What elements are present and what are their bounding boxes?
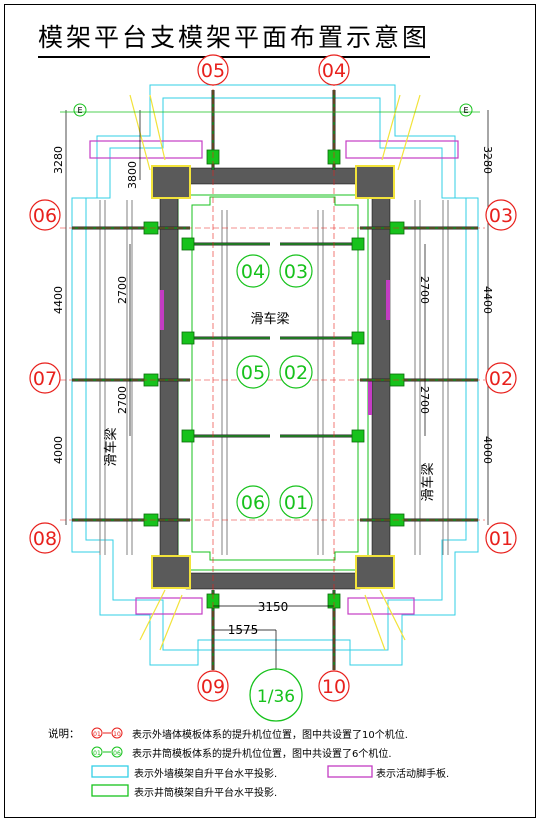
- position-10-label: 10: [322, 676, 346, 698]
- shaft-05-label: 05: [241, 362, 265, 384]
- corner-blocks: [151, 165, 395, 589]
- legend-row4-text: 表示井筒模架自升平台水平投影.: [134, 788, 278, 799]
- position-09-label: 09: [201, 676, 225, 698]
- shaft-04-label: 04: [241, 261, 265, 283]
- dim-right-outer-2: 4400: [481, 286, 494, 314]
- beam-label-left: 滑车梁: [103, 427, 119, 466]
- dim-bottom-half: 1575: [228, 623, 259, 637]
- position-06-circle: [29, 199, 61, 231]
- dim-left-inner-3: 2700: [116, 386, 129, 414]
- shaft-06-label: 06: [241, 492, 265, 514]
- beam-label-center: 滑车梁: [250, 311, 289, 327]
- lifting-position-markers: 06 07 08 03 02 01 05 04 09 10: [29, 54, 517, 702]
- shaft-06-circle: [236, 485, 270, 519]
- axis-mark-left: E: [77, 106, 82, 115]
- shaft-position-markers: 04 03 05 02 06 01: [236, 254, 313, 519]
- scale-circle: [249, 668, 303, 722]
- position-08-circle: [29, 522, 61, 554]
- position-04-label: 04: [322, 60, 346, 82]
- core-walls: [159, 167, 391, 590]
- shaft-01-label: 01: [284, 492, 308, 514]
- dim-bottom-width: 3150: [258, 600, 289, 614]
- shaft-04-circle: [236, 254, 270, 288]
- position-07-circle: [29, 362, 61, 394]
- dim-right-inner-2: 2700: [418, 386, 431, 414]
- position-04-circle: [318, 54, 350, 86]
- position-06-label: 06: [33, 205, 57, 227]
- dim-left-inner-2: 2700: [116, 276, 129, 304]
- legend-range-2-end: 06: [113, 750, 121, 757]
- legend-heading: 说明：: [48, 728, 80, 740]
- position-08-label: 08: [33, 528, 57, 550]
- dim-left-outer-1: 3280: [52, 146, 65, 174]
- position-03-label: 03: [489, 205, 513, 227]
- legend-range-1-start: 01: [93, 731, 101, 738]
- beam-label-right: 滑车梁: [420, 462, 436, 501]
- shaft-02-label: 02: [284, 362, 308, 384]
- position-02-label: 02: [489, 368, 513, 390]
- dim-right-outer-1: 3280: [481, 146, 494, 174]
- legend-range-1-end: 10: [113, 731, 121, 738]
- shaft-03-circle: [279, 254, 313, 288]
- shaft-02-circle: [279, 355, 313, 389]
- legend-row3b-text: 表示活动脚手板.: [376, 769, 450, 780]
- shaft-05-circle: [236, 355, 270, 389]
- dimension-lines: [65, 110, 489, 670]
- legend-row2-text: 表示井筒模板体系的提升机位位置，图中共设置了6个机位.: [132, 749, 392, 760]
- axis-mark-right: E: [463, 106, 468, 115]
- position-02-circle: [485, 362, 517, 394]
- dim-left-outer-2: 4400: [52, 286, 65, 314]
- scale-text: 1/36: [257, 687, 295, 707]
- position-03-circle: [485, 199, 517, 231]
- legend-row1-text: 表示外墙体模板体系的提升机位位置，图中共设置了10个机位.: [132, 730, 408, 741]
- shaft-01-circle: [279, 485, 313, 519]
- dim-left-inner-1: 3800: [126, 161, 139, 189]
- shaft-03-label: 03: [284, 261, 308, 283]
- wall-openings: [160, 280, 390, 415]
- drawing-frame: [4, 4, 536, 818]
- position-07-label: 07: [33, 368, 57, 390]
- position-01-circle: [485, 522, 517, 554]
- legend-row3-text: 表示外墙模架自升平台水平投影.: [134, 769, 278, 780]
- dim-right-outer-3: 4000: [481, 436, 494, 464]
- outer-platform-outline: [71, 84, 479, 666]
- red-dashes: [60, 80, 485, 680]
- position-10-circle: [318, 670, 350, 702]
- dim-left-outer-3: 4000: [52, 436, 65, 464]
- dim-right-inner-1: 2700: [418, 276, 431, 304]
- drawing-title: 模架平台支模架平面布置示意图: [38, 18, 431, 58]
- position-05-circle: [197, 54, 229, 86]
- position-05-label: 05: [201, 60, 225, 82]
- shaft-rails: [99, 200, 449, 555]
- position-09-circle: [197, 670, 229, 702]
- legend-range-2-start: 01: [93, 750, 101, 757]
- shaft-platform-outline: [177, 194, 369, 571]
- position-01-label: 01: [489, 528, 513, 550]
- legend-swatches: [91, 727, 373, 797]
- axis-marks: [73, 103, 473, 117]
